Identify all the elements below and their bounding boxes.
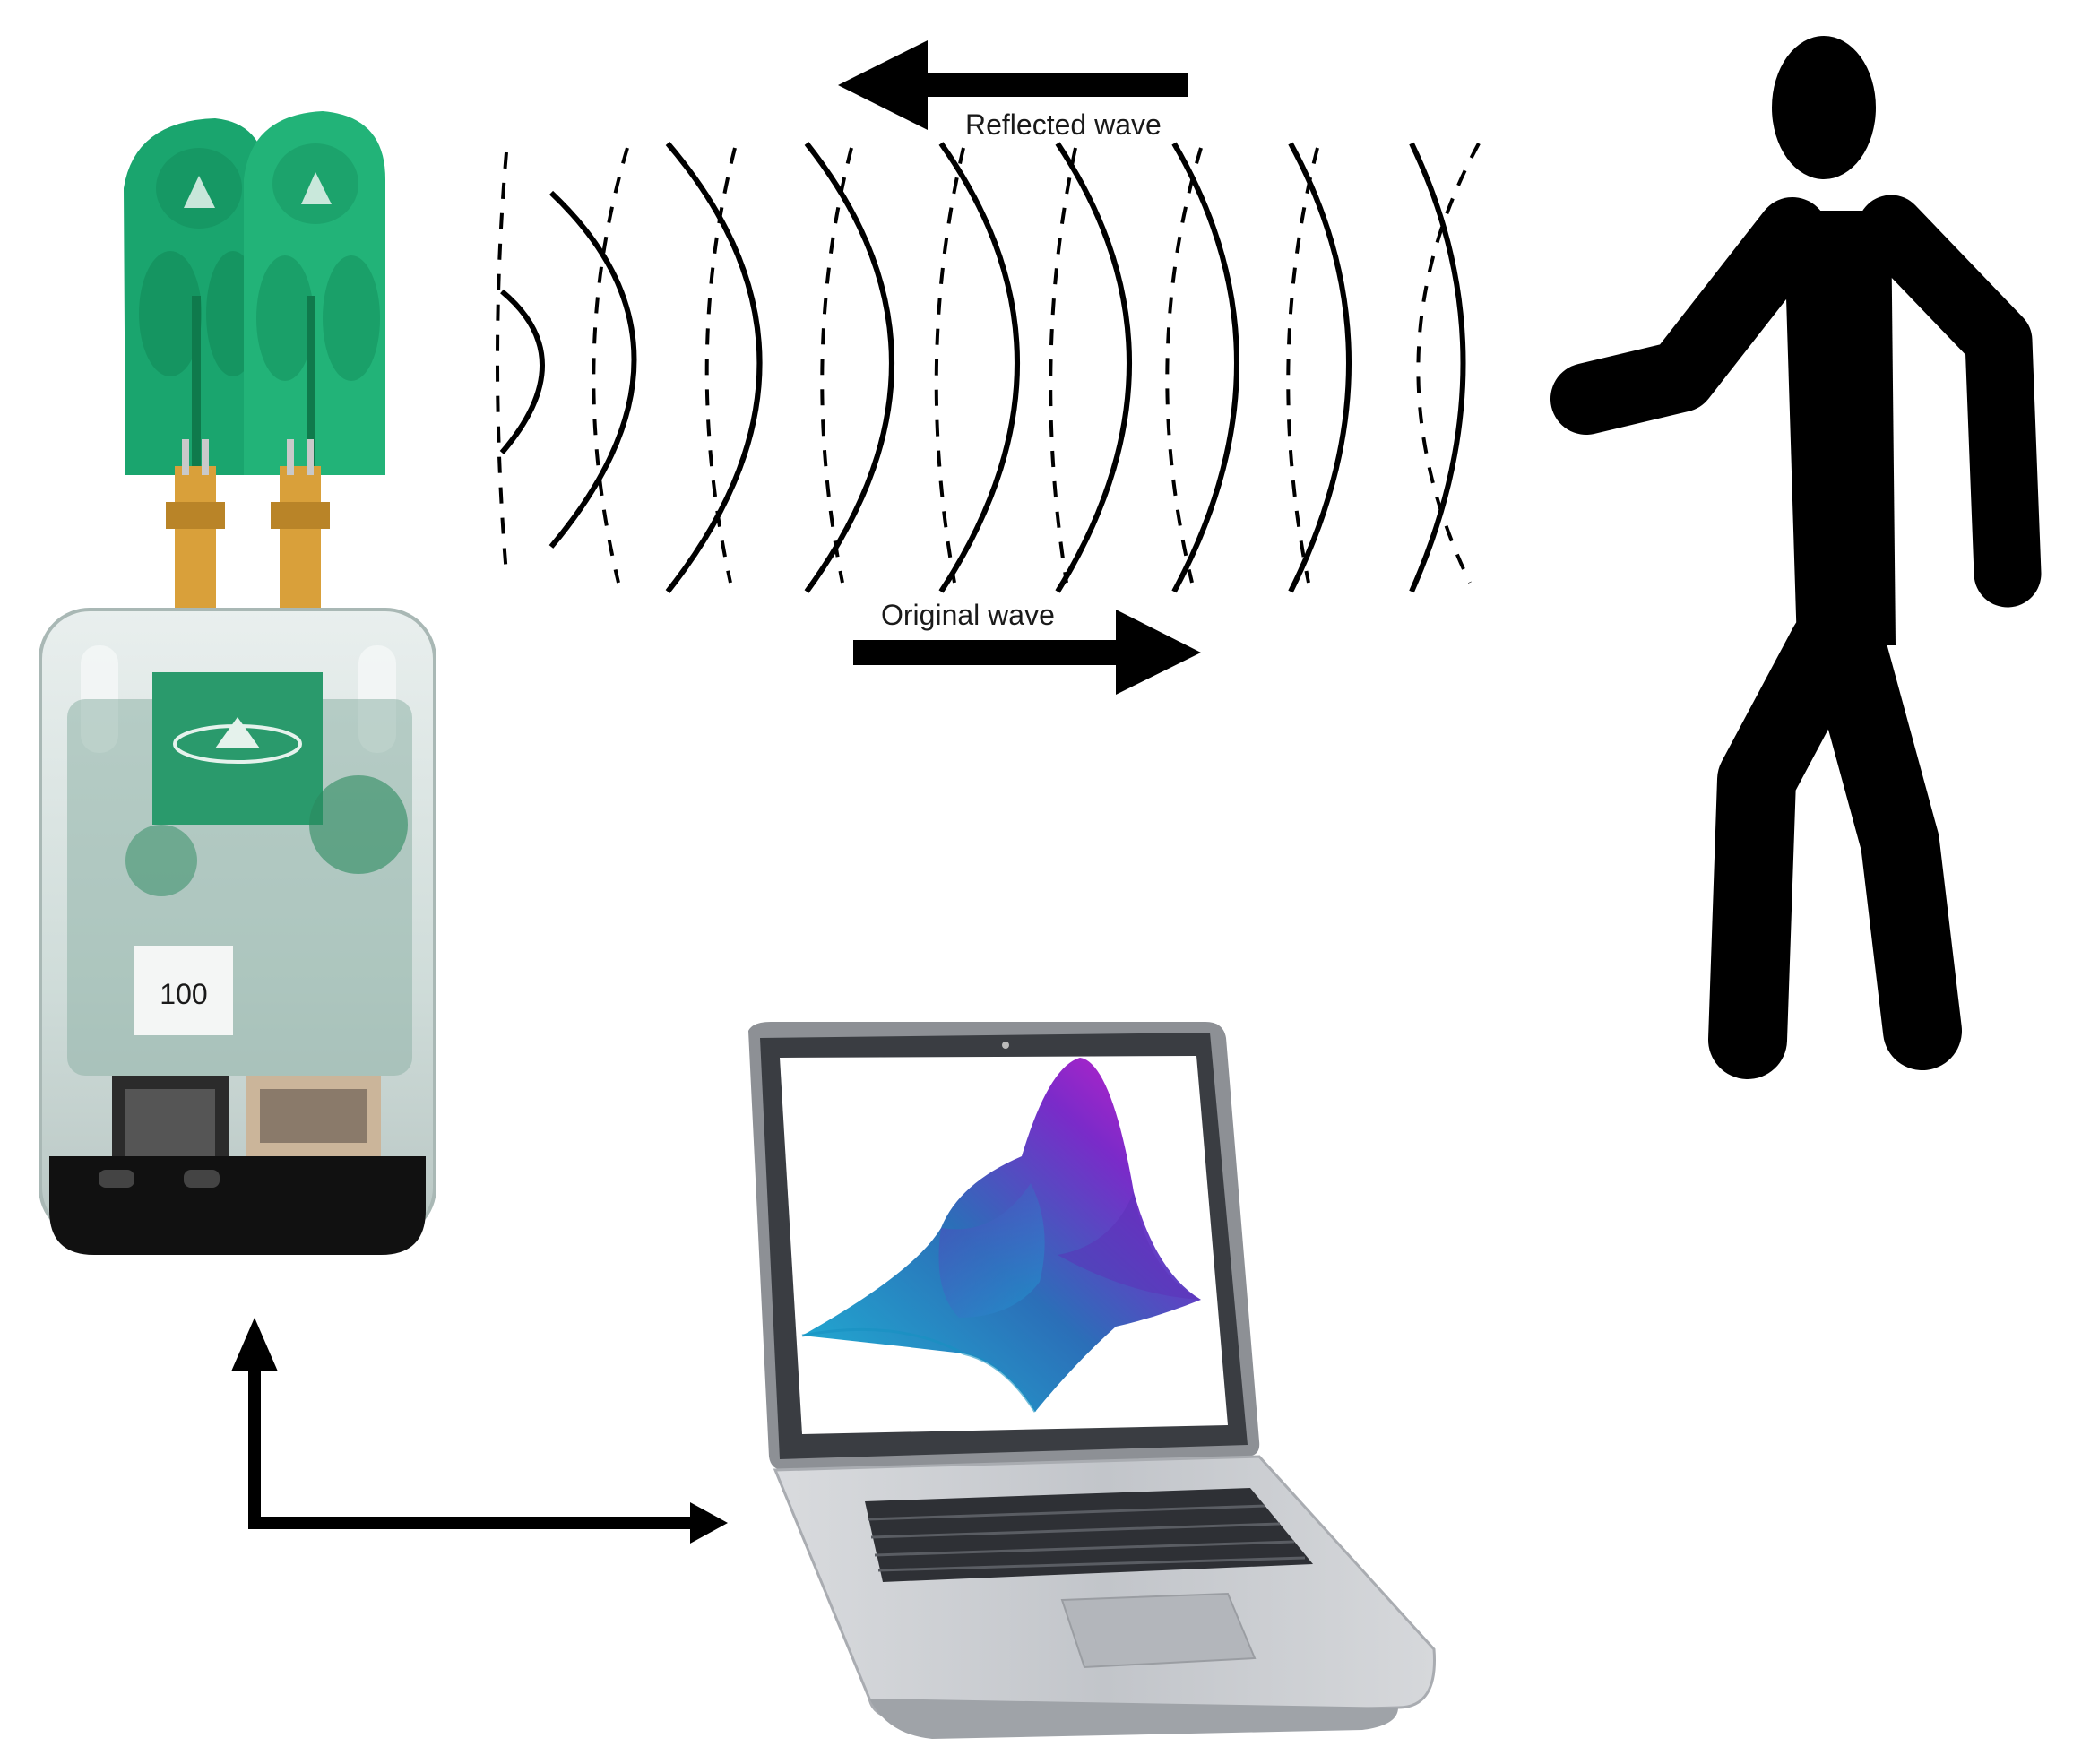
wave-fronts [496, 142, 1481, 593]
original-wave-label: Original wave [881, 599, 1055, 631]
3d-surface-plot-icon [801, 1058, 1201, 1413]
reflected-wave-arcs [496, 143, 1481, 584]
reflected-wave-label: Reflected wave [965, 108, 1162, 141]
original-wave-arrow [853, 610, 1201, 695]
walking-person-icon [1550, 36, 2042, 1079]
antenna-right-icon [244, 111, 385, 475]
laptop-keyboard [865, 1488, 1313, 1582]
device-base [49, 1156, 426, 1255]
laptop-icon [748, 1022, 1436, 1739]
antenna-left-icon [124, 118, 269, 475]
radar-device-icon: 100 [39, 111, 436, 1255]
reflected-wave-arrow [838, 40, 1188, 130]
data-link-arrow [231, 1318, 728, 1544]
original-wave-arcs [499, 142, 1466, 593]
laptop-trackpad [1060, 1592, 1257, 1669]
device-tag-label: 100 [160, 978, 207, 1010]
